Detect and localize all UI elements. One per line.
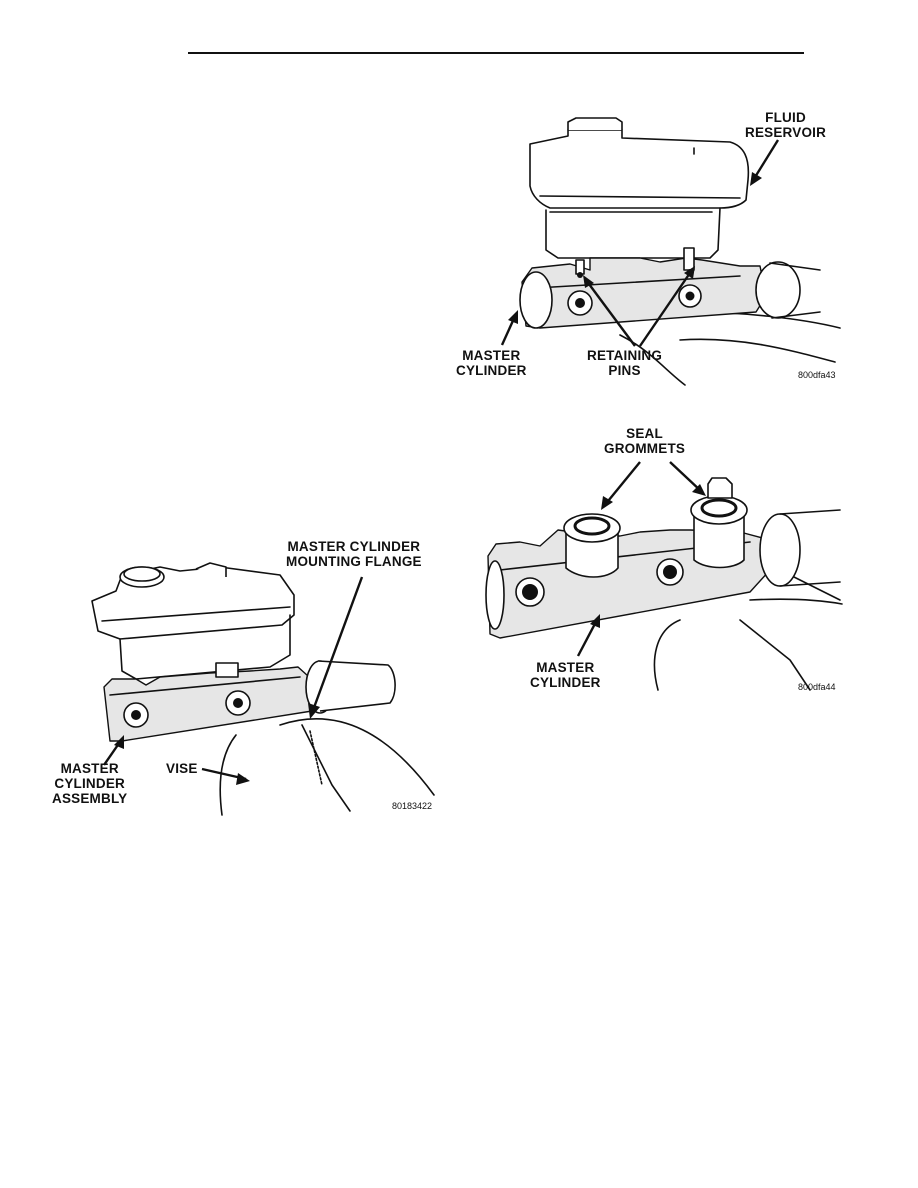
label-fluid-reservoir: FLUID RESERVOIR <box>745 110 827 140</box>
label-retaining-pins: RETAINING PINS <box>587 348 663 378</box>
figure-vise: MASTER CYLINDER MOUNTING FLANGE MASTER C… <box>50 535 450 825</box>
figure-code: 80183422 <box>392 801 433 811</box>
grommets-illustration <box>485 461 843 691</box>
label-seal-grommets: SEAL GROMMETS <box>604 426 686 456</box>
label-master-cylinder: MASTER CYLINDER <box>456 348 527 378</box>
reservoir-illustration <box>500 117 841 386</box>
header-rule <box>188 52 804 54</box>
figure-fluid-reservoir: FLUID RESERVOIR MASTER CYLINDER RETAININ… <box>440 100 850 390</box>
vise-illustration <box>91 562 435 816</box>
label-vise: VISE <box>166 761 198 776</box>
label-master-cylinder: MASTER CYLINDER <box>530 660 601 690</box>
label-master-cylinder-assembly: MASTER CYLINDER ASSEMBLY <box>52 761 128 806</box>
label-mounting-flange: MASTER CYLINDER MOUNTING FLANGE <box>286 539 422 569</box>
figure-seal-grommets: SEAL GROMMETS MASTER CYLINDER 800dfa44 <box>480 420 850 700</box>
figure-code: 800dfa43 <box>798 370 836 380</box>
figure-code: 800dfa44 <box>798 682 836 692</box>
